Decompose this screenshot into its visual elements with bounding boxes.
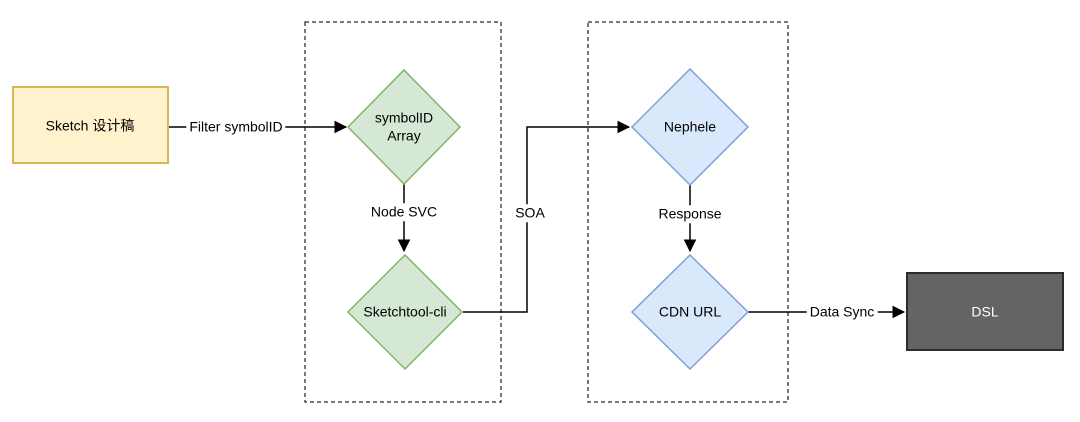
node-sketchtool-cli [346,253,464,371]
node-sketch [12,86,169,164]
node-dsl-label: DSL [971,303,999,320]
node-cdn-url-label: CDN URL [658,303,722,320]
edge-response-label: Response [655,205,725,223]
node-cdn-url [630,253,750,371]
node-dsl [906,272,1064,351]
node-nephele-label: Nephele [663,118,717,135]
node-symbolid-array-label: symbolID Array [374,109,434,144]
edge-filter-symbolid-label: Filter symbolID [186,118,286,136]
node-sketchtool-cli-label: Sketchtool-cli [363,303,447,320]
edge-soa-label: SOA [512,204,548,222]
node-nephele [630,67,750,187]
dashed-group-soa [587,21,789,403]
edge-data-sync-label: Data Sync [806,303,878,321]
dashed-group-node-svc [304,21,502,403]
edge-node-svc-label: Node SVC [367,203,441,221]
node-symbolid-array [346,68,462,186]
node-sketch-label: Sketch 设计稿 [45,117,135,134]
